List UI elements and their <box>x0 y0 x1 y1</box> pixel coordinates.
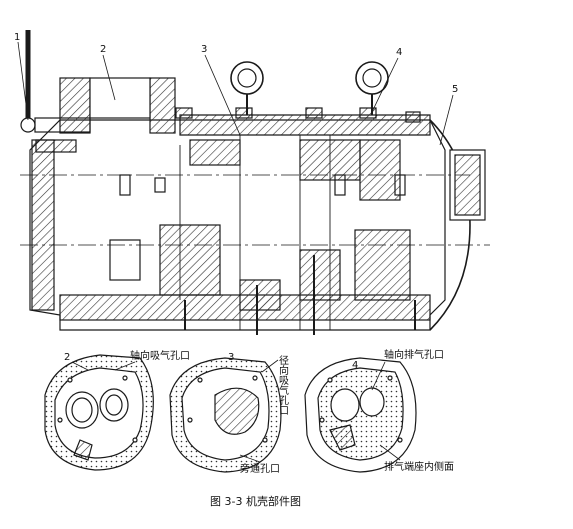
view2-number: 2 <box>64 352 70 363</box>
sectional-view <box>17 30 490 335</box>
callout-2: 2 <box>100 44 106 55</box>
view2-axial-suction-label: 轴向吸气孔口 <box>130 349 190 362</box>
view4-discharge-end-inner-side-label: 排气端座内侧面 <box>384 460 454 473</box>
view4-axial-discharge-label: 轴向排气孔口 <box>384 348 444 361</box>
view4-number: 4 <box>352 360 358 371</box>
iso-view-discharge-end <box>304 357 417 473</box>
view3-radial-suction-label: 径向吸气孔口 <box>277 354 289 415</box>
iso-view-middle <box>169 357 282 473</box>
iso-view-suction-end <box>44 354 154 471</box>
callout-1: 1 <box>14 32 20 43</box>
view3-number: 3 <box>228 352 234 363</box>
view3-bypass-label: 旁通孔口 <box>240 462 280 475</box>
callout-4: 4 <box>396 47 402 58</box>
callout-3: 3 <box>201 44 207 55</box>
callout-5: 5 <box>452 84 458 95</box>
figure-caption: 图 3-3 机壳部件图 <box>210 494 301 508</box>
